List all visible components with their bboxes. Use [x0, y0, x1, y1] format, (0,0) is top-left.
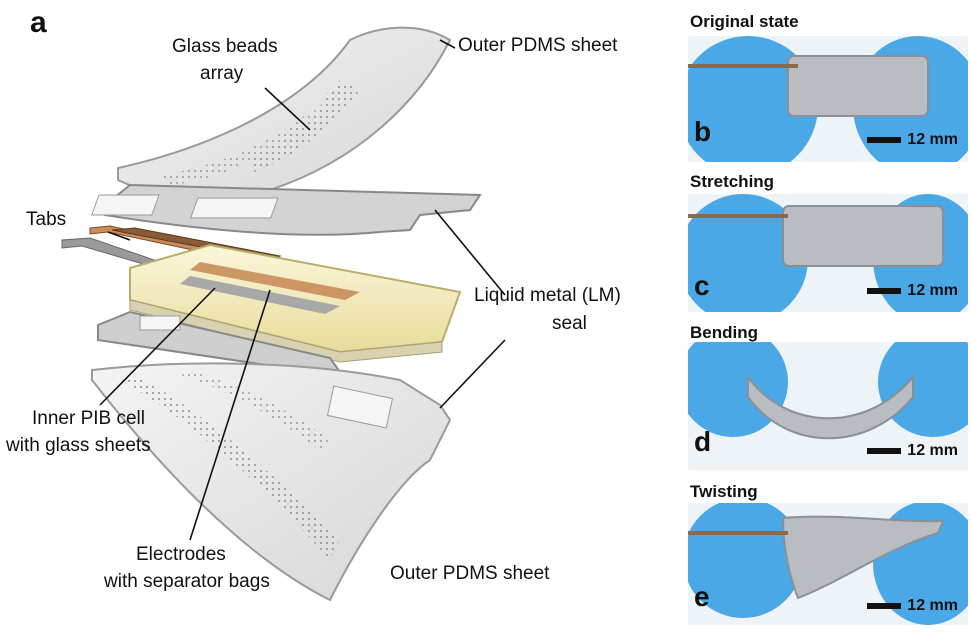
bottom-outer-pdms-sheet — [91, 362, 452, 602]
label-lm-seal-1: Liquid metal (LM) — [474, 285, 621, 306]
photo-stretching: c 12 mm — [688, 194, 968, 312]
photo-twisting: e 12 mm — [688, 503, 968, 625]
photo-stretching-graphic — [688, 194, 968, 312]
scalebar-b-text: 12 mm — [907, 131, 958, 148]
leader-tabs — [107, 231, 131, 241]
scalebar-c-text: 12 mm — [907, 282, 958, 299]
leader-inner-pib — [99, 287, 216, 406]
label-outer-pdms-bottom: Outer PDMS sheet — [390, 563, 550, 584]
label-lm-seal-2: seal — [552, 313, 587, 334]
title-original-state: Original state — [690, 12, 799, 31]
scalebar-e: 12 mm — [867, 597, 958, 615]
photo-twisting-graphic — [688, 503, 968, 625]
panel-a-letter: a — [30, 6, 47, 39]
leader-glass-beads — [264, 87, 311, 131]
letter-e: e — [694, 581, 710, 612]
scalebar-b: 12 mm — [867, 131, 958, 149]
leader-outer-pdms-top — [439, 39, 456, 49]
scalebar-c-bar — [867, 288, 902, 294]
scalebar-e-bar — [867, 603, 902, 609]
label-inner-pib-1: Inner PIB cell — [32, 408, 145, 429]
title-stretching: Stretching — [690, 172, 775, 191]
title-bending: Bending — [690, 323, 758, 342]
title-twisting: Twisting — [690, 482, 758, 501]
scalebar-c: 12 mm — [867, 282, 958, 300]
label-tabs: Tabs — [26, 209, 67, 230]
label-glass-beads-2: array — [200, 63, 244, 84]
photo-original-state: b 12 mm — [688, 36, 968, 162]
leader-lines — [99, 39, 506, 541]
letter-b: b — [694, 116, 712, 147]
label-glass-beads-1: Glass beads — [172, 36, 278, 57]
scalebar-d: 12 mm — [867, 442, 958, 460]
upper-frame-sheet — [91, 183, 482, 236]
leader-lm-seal-bottom — [439, 339, 506, 409]
scalebar-e-text: 12 mm — [907, 597, 958, 614]
exploded-battery-diagram — [61, 26, 506, 602]
photo-bending-graphic — [688, 342, 968, 470]
inner-pib-cell — [129, 243, 462, 363]
scalebar-d-text: 12 mm — [907, 442, 958, 459]
label-inner-pib-2: with glass sheets — [6, 435, 151, 456]
photo-original-graphic — [688, 36, 968, 162]
label-electrodes-1: Electrodes — [136, 544, 226, 565]
scalebar-b-bar — [867, 137, 902, 143]
letter-d: d — [694, 426, 712, 457]
top-outer-pdms-sheet — [117, 26, 452, 200]
letter-c: c — [694, 270, 710, 301]
leader-electrodes — [189, 289, 271, 541]
label-electrodes-2: with separator bags — [104, 571, 270, 592]
label-outer-pdms-top: Outer PDMS sheet — [458, 35, 618, 56]
leader-lm-seal-top — [434, 209, 506, 296]
scalebar-d-bar — [867, 448, 902, 454]
photo-bending: d 12 mm — [688, 342, 968, 470]
